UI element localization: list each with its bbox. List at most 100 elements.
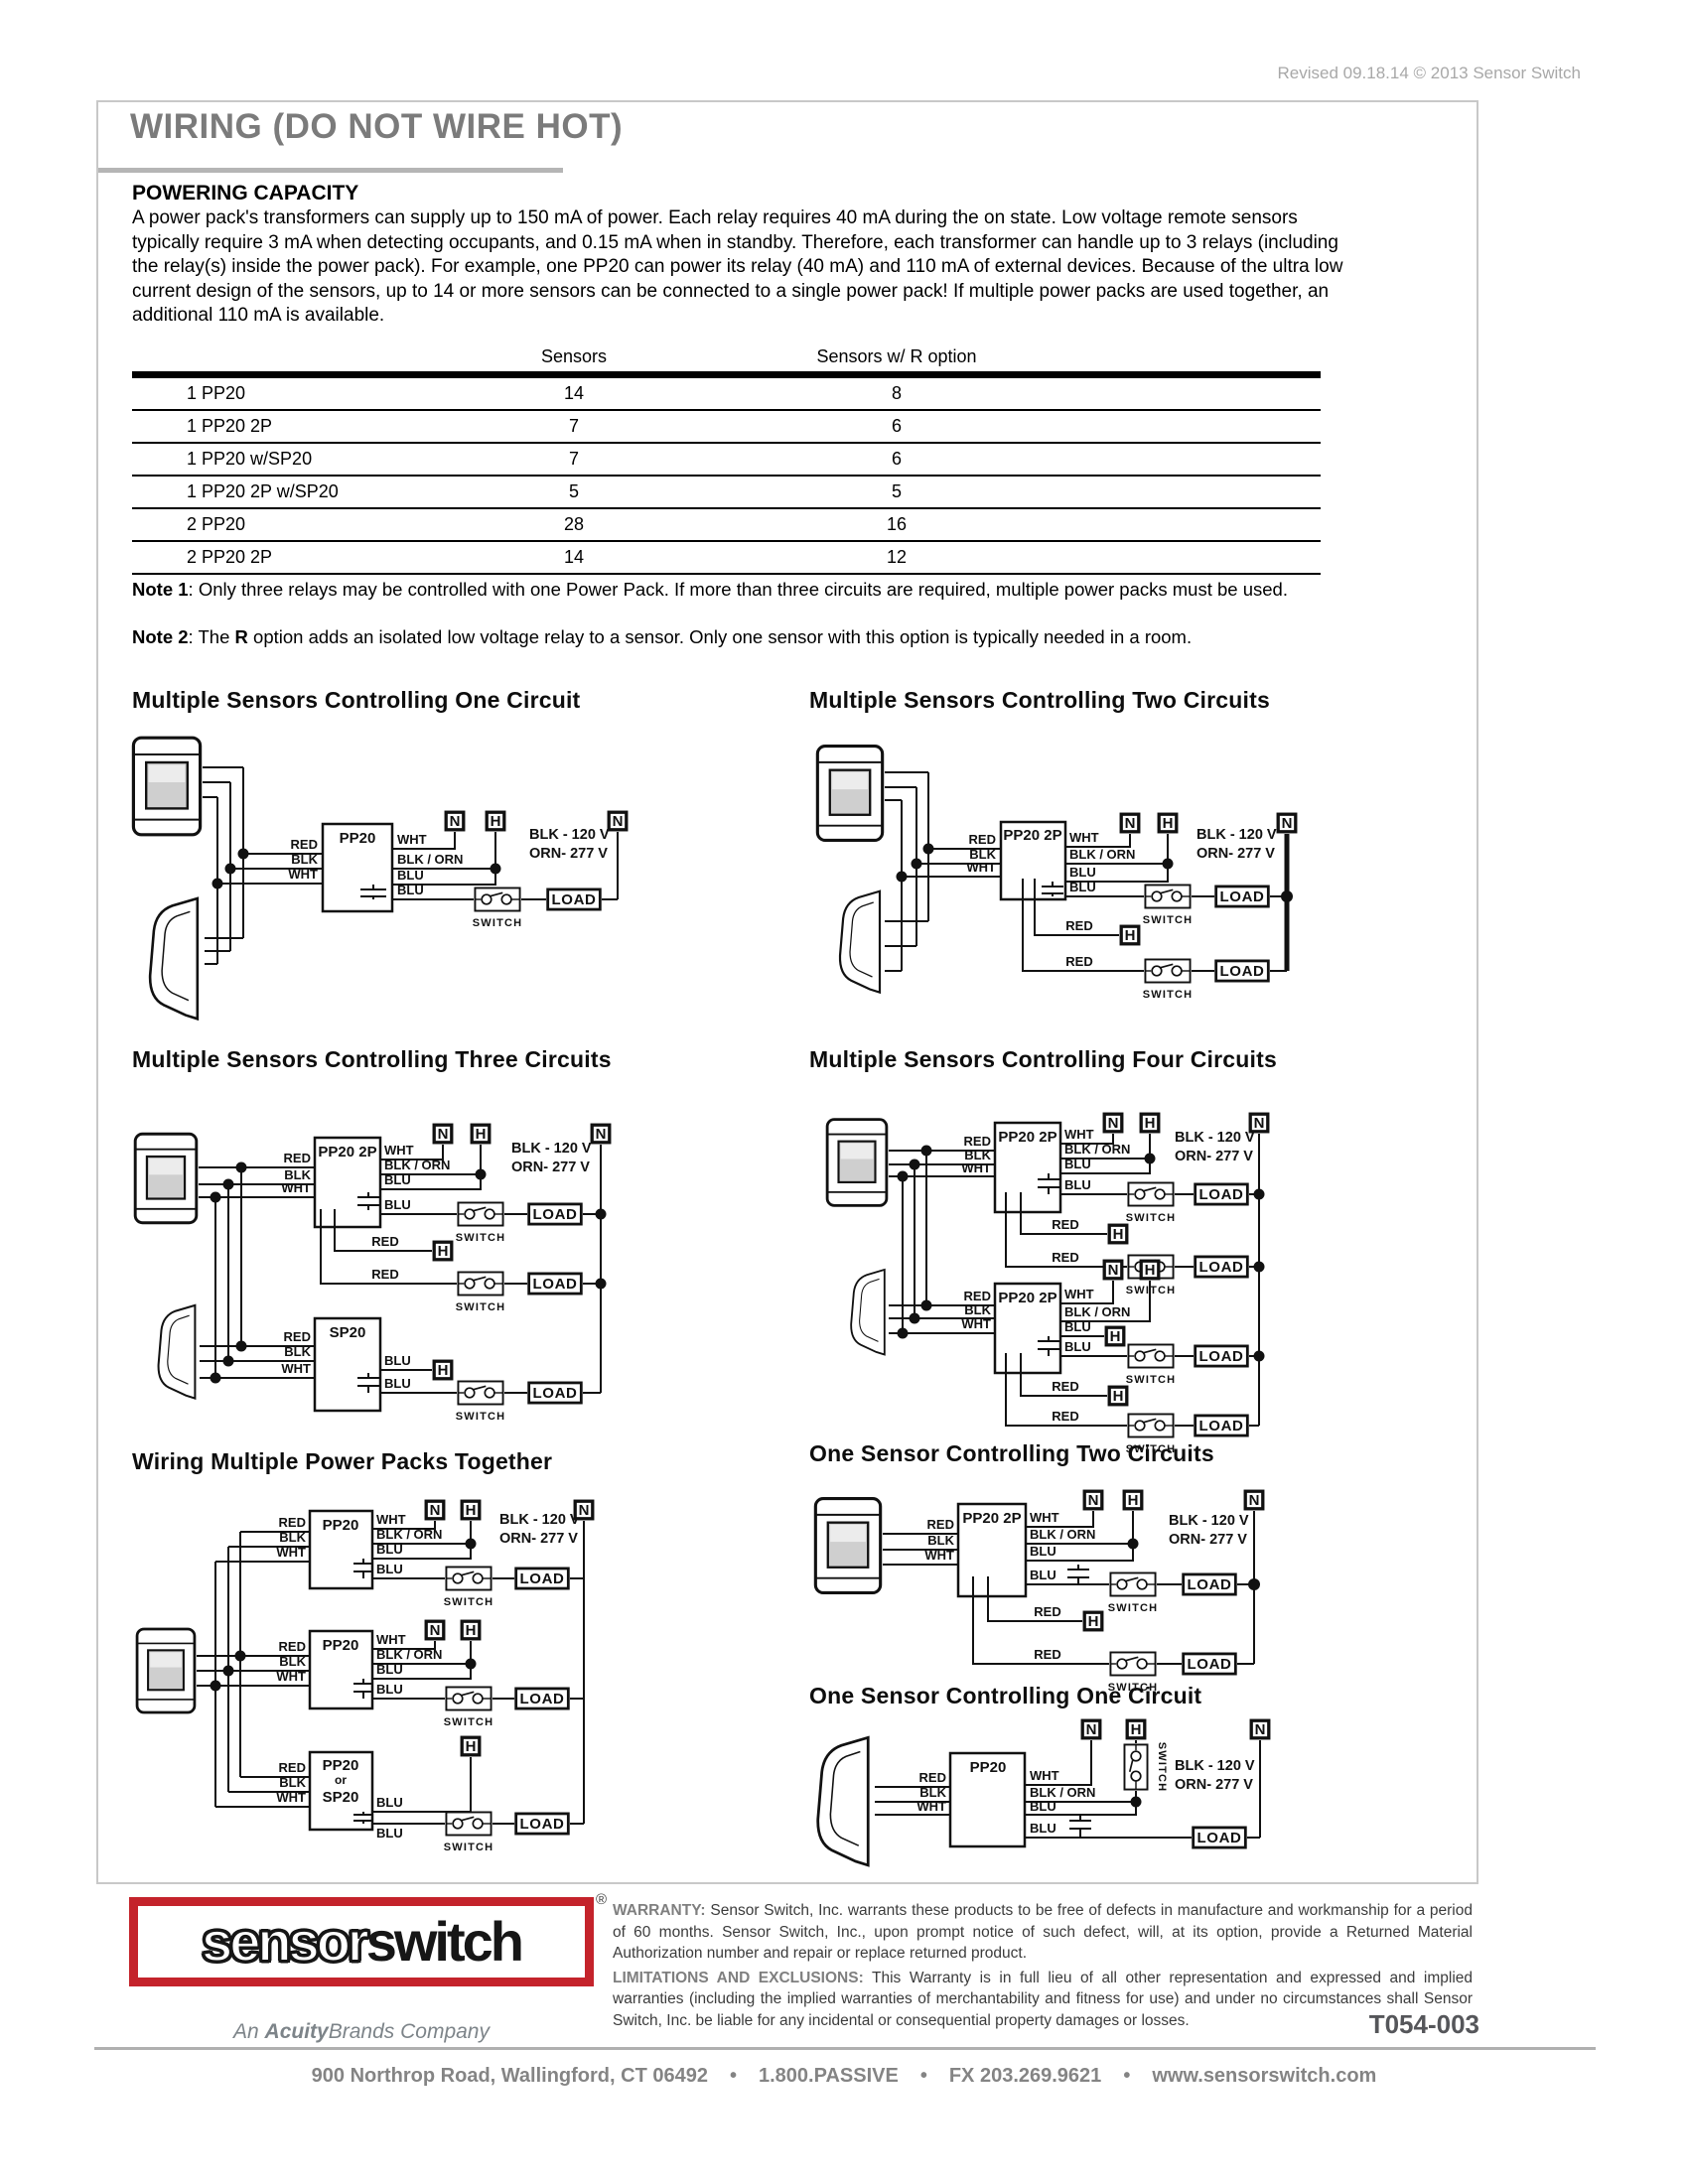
power-pack-label: PP20 2P bbox=[962, 1510, 1021, 1527]
note-1: Note 1: Only three relays may be control… bbox=[132, 579, 1288, 600]
svg-text:H: H bbox=[1088, 1613, 1099, 1630]
svg-text:H: H bbox=[1113, 1388, 1124, 1405]
svg-text:SWITCH: SWITCH bbox=[1143, 989, 1194, 1001]
neutral-terminal: N bbox=[1248, 1112, 1270, 1134]
sensor-wires bbox=[889, 1150, 995, 1334]
wire-label-blk-orn: BLK / ORN bbox=[1030, 1527, 1095, 1542]
svg-text:LOAD: LOAD bbox=[520, 1691, 565, 1707]
wall-sensor-icon bbox=[133, 1132, 199, 1225]
table-header-row: Sensors Sensors w/ R option bbox=[132, 346, 1321, 375]
footer-website[interactable]: www.sensorswitch.com bbox=[1152, 2065, 1377, 2087]
ceiling-sensor-icon bbox=[148, 896, 200, 1021]
hot-terminal: H bbox=[1139, 1112, 1161, 1134]
col-header-sensors: Sensors bbox=[540, 346, 608, 366]
sensor-wires bbox=[883, 1533, 958, 1566]
neutral-rail bbox=[492, 1521, 585, 1824]
wire-label-wht: WHT bbox=[924, 1548, 954, 1563]
voltage-note-orn: ORN- 277 V bbox=[529, 846, 608, 862]
wire-label-blk: BLK bbox=[919, 1785, 946, 1800]
voltage-note-blk: BLK - 120 V bbox=[499, 1512, 580, 1528]
wall-sensor-icon bbox=[825, 1118, 889, 1207]
switch-icon: SWITCH bbox=[473, 887, 521, 929]
diagram-three-circuits: RED BLK WHT PP20 2P WHT BLK / ORN BLU BL… bbox=[133, 1123, 612, 1423]
neutral-terminal: N bbox=[1276, 812, 1298, 834]
warranty-paragraph: WARRANTY: Sensor Switch, Inc. warrants t… bbox=[613, 1902, 1473, 1962]
load-box: LOAD bbox=[1192, 1826, 1247, 1849]
wire-label-blu: BLU bbox=[397, 883, 424, 897]
neutral-rail bbox=[504, 1145, 602, 1393]
svg-text:N: N bbox=[430, 1502, 441, 1519]
svg-text:N: N bbox=[430, 1622, 441, 1639]
wire-label-blk-orn: BLK / ORN bbox=[384, 1158, 450, 1172]
power-pack-label: PP20 bbox=[323, 1757, 359, 1774]
logo-text-switch: switch bbox=[365, 1910, 524, 1973]
neutral-terminal: N bbox=[424, 1619, 446, 1641]
load-box: LOAD bbox=[1214, 885, 1270, 908]
switch-icon: SWITCH bbox=[444, 1566, 492, 1608]
wire-label-blu: BLU bbox=[397, 868, 424, 883]
svg-text:LOAD: LOAD bbox=[1188, 1576, 1232, 1593]
svg-text:LOAD: LOAD bbox=[1220, 888, 1265, 905]
power-pack-box bbox=[308, 1629, 374, 1710]
neutral-terminal: N bbox=[607, 810, 629, 832]
wire-label-wht: WHT bbox=[376, 1512, 406, 1527]
page-title: WIRING (DO NOT WIRE HOT) bbox=[130, 107, 624, 146]
sp20-output-wires bbox=[357, 1369, 457, 1394]
power-pack-label: PP20 bbox=[323, 1517, 359, 1534]
wire-label-red: RED bbox=[1052, 1379, 1078, 1394]
hot-terminal: H bbox=[1157, 812, 1179, 834]
power-pack-label: PP20 2P bbox=[318, 1144, 376, 1160]
svg-text:LOAD: LOAD bbox=[1197, 1830, 1242, 1846]
wall-sensor-icon bbox=[131, 736, 203, 837]
diagram-one-sensor-two: RED BLK WHT PP20 2P WHT BLK / ORN BLU BL… bbox=[813, 1489, 1265, 1694]
svg-text:LOAD: LOAD bbox=[533, 1206, 578, 1223]
svg-text:H: H bbox=[1145, 1262, 1156, 1279]
voltage-note-orn: ORN- 277 V bbox=[1175, 1149, 1253, 1164]
svg-text:LOAD: LOAD bbox=[533, 1385, 578, 1402]
output-wires bbox=[1005, 1134, 1151, 1210]
red-circuit-wires bbox=[1005, 1210, 1127, 1268]
svg-text:H: H bbox=[1113, 1226, 1124, 1243]
wire-label-blk-orn: BLK / ORN bbox=[1064, 1304, 1130, 1319]
svg-text:LOAD: LOAD bbox=[1188, 1656, 1232, 1673]
hot-terminal: H bbox=[432, 1359, 454, 1381]
voltage-note-orn: ORN- 277 V bbox=[511, 1160, 590, 1175]
wire-label-blu: BLU bbox=[384, 1197, 411, 1212]
power-pack-label: PP20 2P bbox=[1003, 827, 1061, 844]
svg-text:LOAD: LOAD bbox=[1199, 1418, 1244, 1434]
wire-label-red: RED bbox=[279, 1760, 306, 1775]
wire-label-wht: WHT bbox=[276, 1545, 306, 1560]
red-circuit-wires bbox=[1022, 894, 1144, 972]
neutral-terminal: N bbox=[1243, 1489, 1265, 1511]
svg-text:SWITCH: SWITCH bbox=[456, 1411, 506, 1423]
load-box: LOAD bbox=[1194, 1182, 1249, 1206]
wire-label-blk: BLK bbox=[279, 1530, 306, 1545]
red-circuit-wires bbox=[972, 1594, 1109, 1665]
hot-terminal: H bbox=[432, 1240, 454, 1262]
wire-label-blk-orn: BLK / ORN bbox=[1030, 1785, 1095, 1800]
svg-text:SWITCH: SWITCH bbox=[1126, 1212, 1177, 1224]
voltage-note-blk: BLK - 120 V bbox=[1175, 1758, 1255, 1774]
output-wires bbox=[353, 1521, 472, 1579]
svg-text:H: H bbox=[1125, 927, 1136, 944]
wire-label-blu: BLU bbox=[1064, 1177, 1091, 1192]
power-pack-box bbox=[956, 1502, 1028, 1598]
svg-text:H: H bbox=[1110, 1328, 1121, 1345]
svg-text:SWITCH: SWITCH bbox=[1126, 1443, 1177, 1455]
switch-icon: SWITCH bbox=[444, 1811, 492, 1853]
power-pack-or: or bbox=[335, 1773, 347, 1787]
load-box: LOAD bbox=[546, 887, 602, 911]
wire-label-blk-orn: BLK / ORN bbox=[376, 1647, 442, 1662]
hot-terminal: H bbox=[1082, 1610, 1104, 1632]
neutral-terminal: N bbox=[1102, 1259, 1124, 1281]
wire-label-wht: WHT bbox=[1064, 1287, 1094, 1301]
wire-label-wht: WHT bbox=[281, 1180, 311, 1195]
wire-label-blk: BLK bbox=[291, 852, 318, 867]
wire-label-red: RED bbox=[1034, 1604, 1060, 1619]
hot-terminal: H bbox=[1107, 1223, 1129, 1245]
diagram-two-circuits: RED BLK WHT PP20 2P WHT BLK / ORN BLU BL… bbox=[815, 744, 1298, 1001]
